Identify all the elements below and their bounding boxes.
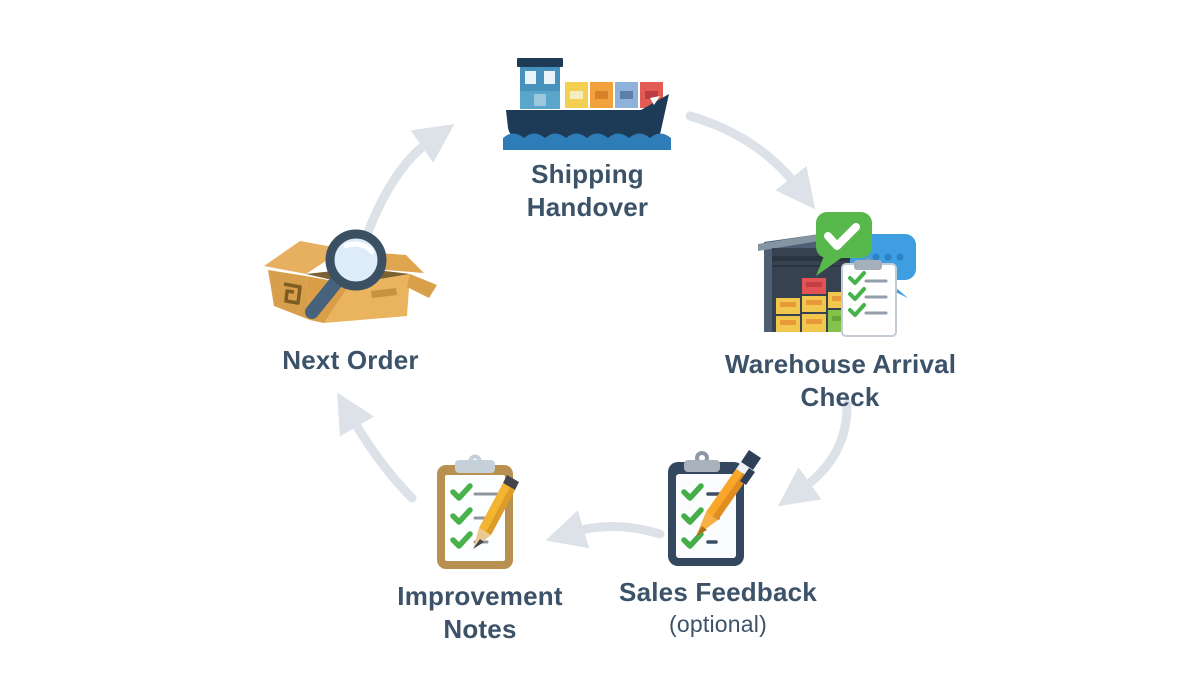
pen [696,450,761,536]
warehouse-inspection-icon [757,212,916,337]
box-magnifying-glass-icon [264,229,437,323]
stage-label-line-optional: (optional) [669,611,767,637]
stage-label-line: Warehouse Arrival [725,349,957,379]
stage-label-line: Next Order [282,345,419,375]
stage-sales-feedback: Sales Feedback (optional) [612,448,824,640]
stage-next-order: Next Order [248,228,453,377]
arrow-shipping-to-warehouse [685,111,816,210]
arrow-next-order-to-shipping [363,124,455,237]
clipboard-pencil-icon [437,454,519,569]
stage-label-sales-feedback: Sales Feedback (optional) [612,576,824,640]
clipboard-pen-icon [668,450,761,566]
magnifying-glass [305,229,387,319]
check-bubble-green [815,212,872,276]
stage-label-line: Improvement [397,581,563,611]
stage-label-improvement-notes: Improvement Notes [374,580,586,646]
stage-label-line: Handover [526,192,649,222]
stage-label-line: Shipping [531,159,644,189]
stage-label-line: Check [800,382,880,412]
stage-label-warehouse-arrival-check: Warehouse Arrival Check [725,348,957,414]
pencil [473,475,519,549]
checklist-clipboard-small [840,258,897,337]
stage-label-line: Notes [443,614,517,644]
stage-label-shipping-handover: Shipping Handover [490,158,685,224]
stage-label-line: Sales Feedback [619,577,817,607]
stage-improvement-notes: Improvement Notes [374,452,586,646]
box-logo-glyph [283,282,302,305]
stage-shipping-handover: Shipping Handover [490,58,685,224]
stage-label-next-order: Next Order [248,344,453,377]
cargo-ship-icon [502,58,671,150]
stage-warehouse-arrival-check: Warehouse Arrival Check [725,212,957,414]
